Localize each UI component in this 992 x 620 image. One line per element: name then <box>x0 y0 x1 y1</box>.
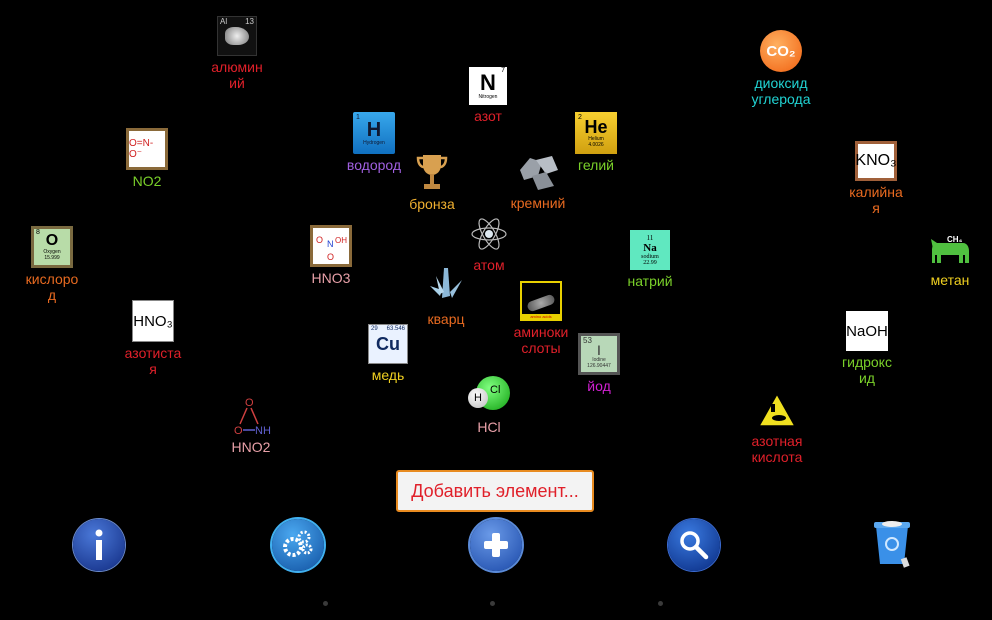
sodium-tile-icon: 11 Na sodium 22.99 <box>630 230 670 270</box>
hno2-structure-icon: O O NH <box>229 394 273 436</box>
helium-tile-icon: 2 He Helium 4.0026 <box>575 112 617 154</box>
element-iodine[interactable]: 53 I Iodine 126.90447 йод <box>577 333 621 394</box>
settings-button[interactable] <box>272 519 324 571</box>
quartz-crystal-icon <box>426 266 466 308</box>
element-label: аминоки слоты <box>513 324 569 356</box>
element-label: атом <box>473 257 505 273</box>
svg-text:O: O <box>327 252 334 262</box>
search-button[interactable] <box>668 519 720 571</box>
trophy-icon <box>412 153 452 193</box>
info-icon <box>95 529 103 560</box>
atom-icon <box>469 214 509 254</box>
recycle-bin-icon <box>874 521 910 568</box>
element-label: NO2 <box>132 173 162 189</box>
svg-text:O: O <box>234 425 243 436</box>
element-aluminium[interactable]: Al 13 алюмин ий <box>205 16 269 91</box>
svg-text:N: N <box>327 239 334 249</box>
element-label: алюмин ий <box>211 59 263 91</box>
silicon-rock-icon <box>516 152 560 192</box>
element-label: HCl <box>477 419 501 435</box>
magnifier-icon <box>680 531 709 560</box>
element-label: йод <box>587 378 611 394</box>
element-no2[interactable]: O=N-O⁻ NO2 <box>122 128 172 189</box>
iodine-tile-icon: 53 I Iodine 126.90447 <box>578 333 620 375</box>
element-helium[interactable]: 2 He Helium 4.0026 гелий <box>568 112 624 173</box>
delete-button[interactable] <box>866 519 918 571</box>
svg-text:NH: NH <box>255 425 271 436</box>
element-label: водород <box>346 157 402 173</box>
cow-methane-icon: CH₄ <box>929 229 971 269</box>
svg-text:OH: OH <box>335 236 347 245</box>
copper-tile-icon: 29 63.546 Cu <box>368 324 408 364</box>
element-label: гелий <box>578 157 614 173</box>
element-label: калийна я <box>849 184 903 216</box>
element-oxygen[interactable]: 8 O Oxygen 15.999 кислоро д <box>20 226 84 303</box>
element-nitrogen[interactable]: 7 N Nitrogen азот <box>460 67 516 124</box>
element-label: HNO3 <box>311 270 351 286</box>
gears-icon <box>283 530 313 557</box>
element-label: HNO2 <box>231 439 271 455</box>
kno3-icon: KNO₃ <box>855 141 897 181</box>
add-button[interactable] <box>470 519 522 571</box>
element-sodium-hydroxide[interactable]: NaOH гидрокс ид <box>834 311 900 386</box>
element-potassium-nitrate[interactable]: KNO₃ калийна я <box>842 141 910 216</box>
element-hydrogen[interactable]: 1 H Hydrogen водород <box>338 112 410 173</box>
no2-structure-icon: O=N-O⁻ <box>126 128 168 170</box>
svg-text:O: O <box>316 235 323 245</box>
amino-acid-icon: amino acids <box>520 281 562 321</box>
element-label: кремний <box>510 195 566 211</box>
element-label: азотная кислота <box>751 433 803 465</box>
element-label: азотиста я <box>124 345 182 377</box>
naoh-icon: NaOH <box>846 311 888 351</box>
page-indicator-dot <box>323 601 328 606</box>
oxygen-tile-icon: 8 O Oxygen 15.999 <box>31 226 73 268</box>
aluminium-tile-icon: Al 13 <box>217 16 257 56</box>
page-indicator-dot <box>490 601 495 606</box>
element-label: азот <box>474 108 502 124</box>
add-element-button[interactable]: Добавить элемент... <box>396 470 594 512</box>
hydrogen-tile-icon: 1 H Hydrogen <box>353 112 395 154</box>
element-quartz[interactable]: кварц <box>418 266 474 327</box>
element-label: диоксид углерода <box>751 75 811 107</box>
element-label: гидрокс ид <box>842 354 892 386</box>
element-nitrous-acid[interactable]: HNO₃ азотиста я <box>118 300 188 377</box>
element-hno2[interactable]: O O NH HNO2 <box>222 394 280 455</box>
element-label: натрий <box>627 273 673 289</box>
element-carbon-dioxide[interactable]: CO₂ диоксид углерода <box>745 30 817 107</box>
element-label: кислоро д <box>25 271 79 303</box>
co2-icon: CO₂ <box>760 30 802 72</box>
info-button[interactable] <box>73 519 125 571</box>
element-label: бронза <box>409 196 455 212</box>
element-methane[interactable]: CH₄ метан <box>924 229 976 288</box>
hno3-text-icon: HNO₃ <box>132 300 174 342</box>
element-label: кварц <box>427 311 465 327</box>
element-label: метан <box>930 272 970 288</box>
element-hcl[interactable]: H Cl HCl <box>466 374 512 435</box>
plus-icon <box>484 533 508 557</box>
hcl-molecule-icon: H Cl <box>468 374 510 416</box>
corrosive-warning-icon <box>757 392 797 430</box>
element-silicon[interactable]: кремний <box>505 152 571 211</box>
svg-text:O: O <box>245 397 254 409</box>
element-sodium[interactable]: 11 Na sodium 22.99 натрий <box>622 230 678 289</box>
element-atom[interactable]: атом <box>464 214 514 273</box>
element-amino-acids[interactable]: amino acids аминоки слоты <box>508 281 574 356</box>
element-copper[interactable]: 29 63.546 Cu медь <box>364 324 412 383</box>
element-label: медь <box>371 367 405 383</box>
element-nitric-acid[interactable]: азотная кислота <box>744 392 810 465</box>
page-indicator-dot <box>658 601 663 606</box>
element-bronze[interactable]: бронза <box>402 153 462 212</box>
nitrogen-tile-icon: 7 N Nitrogen <box>469 67 507 105</box>
